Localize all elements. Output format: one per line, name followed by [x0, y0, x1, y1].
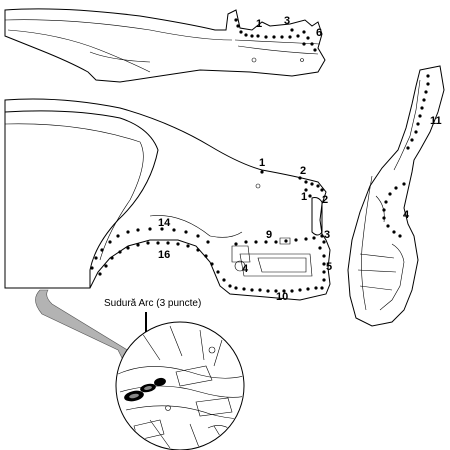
roof-rail-panel: 1 3 6 [4, 8, 326, 83]
label-body-4: 4 [242, 263, 249, 275]
label-body-9: 9 [266, 229, 272, 241]
label-body-10: 10 [276, 291, 288, 303]
label-right-11: 11 [430, 115, 442, 127]
weld-dots-right-11 [406, 74, 430, 150]
weld-dots-wheel-arch [98, 241, 232, 288]
label-body-16: 16 [158, 249, 170, 261]
label-top-3: 3 [284, 15, 290, 27]
label-body-1b: 1 [301, 191, 307, 203]
label-top-6: 6 [316, 27, 322, 39]
label-body-2b: 2 [322, 194, 328, 206]
label-top-1: 1 [256, 18, 262, 30]
label-body-2a: 2 [300, 165, 306, 177]
arc-weld-callout: Sudură Arc (3 puncte) [35, 289, 245, 450]
inner-rear-panel: 11 4 [347, 65, 445, 327]
weld-dots-mid [234, 236, 316, 246]
weld-dots-rear [318, 234, 326, 290]
arc-weld-marks [124, 377, 166, 402]
arc-weld-caption: Sudură Arc (3 puncte) [104, 298, 201, 309]
weld-dots-upper [260, 170, 324, 198]
label-body-1a: 1 [259, 157, 265, 169]
magnified-detail [115, 321, 245, 450]
weld-dots-top [234, 18, 317, 52]
label-body-14: 14 [158, 217, 171, 229]
quarter-panel: 1 2 1 2 3 4 5 9 10 14 16 [4, 98, 332, 303]
weld-dots-lower [234, 286, 318, 293]
weld-dots-arch-upper [90, 227, 210, 270]
label-body-3: 3 [324, 229, 330, 241]
label-body-5: 5 [326, 261, 332, 273]
label-right-4: 4 [403, 209, 410, 221]
weld-dots-right-4 [382, 182, 406, 238]
